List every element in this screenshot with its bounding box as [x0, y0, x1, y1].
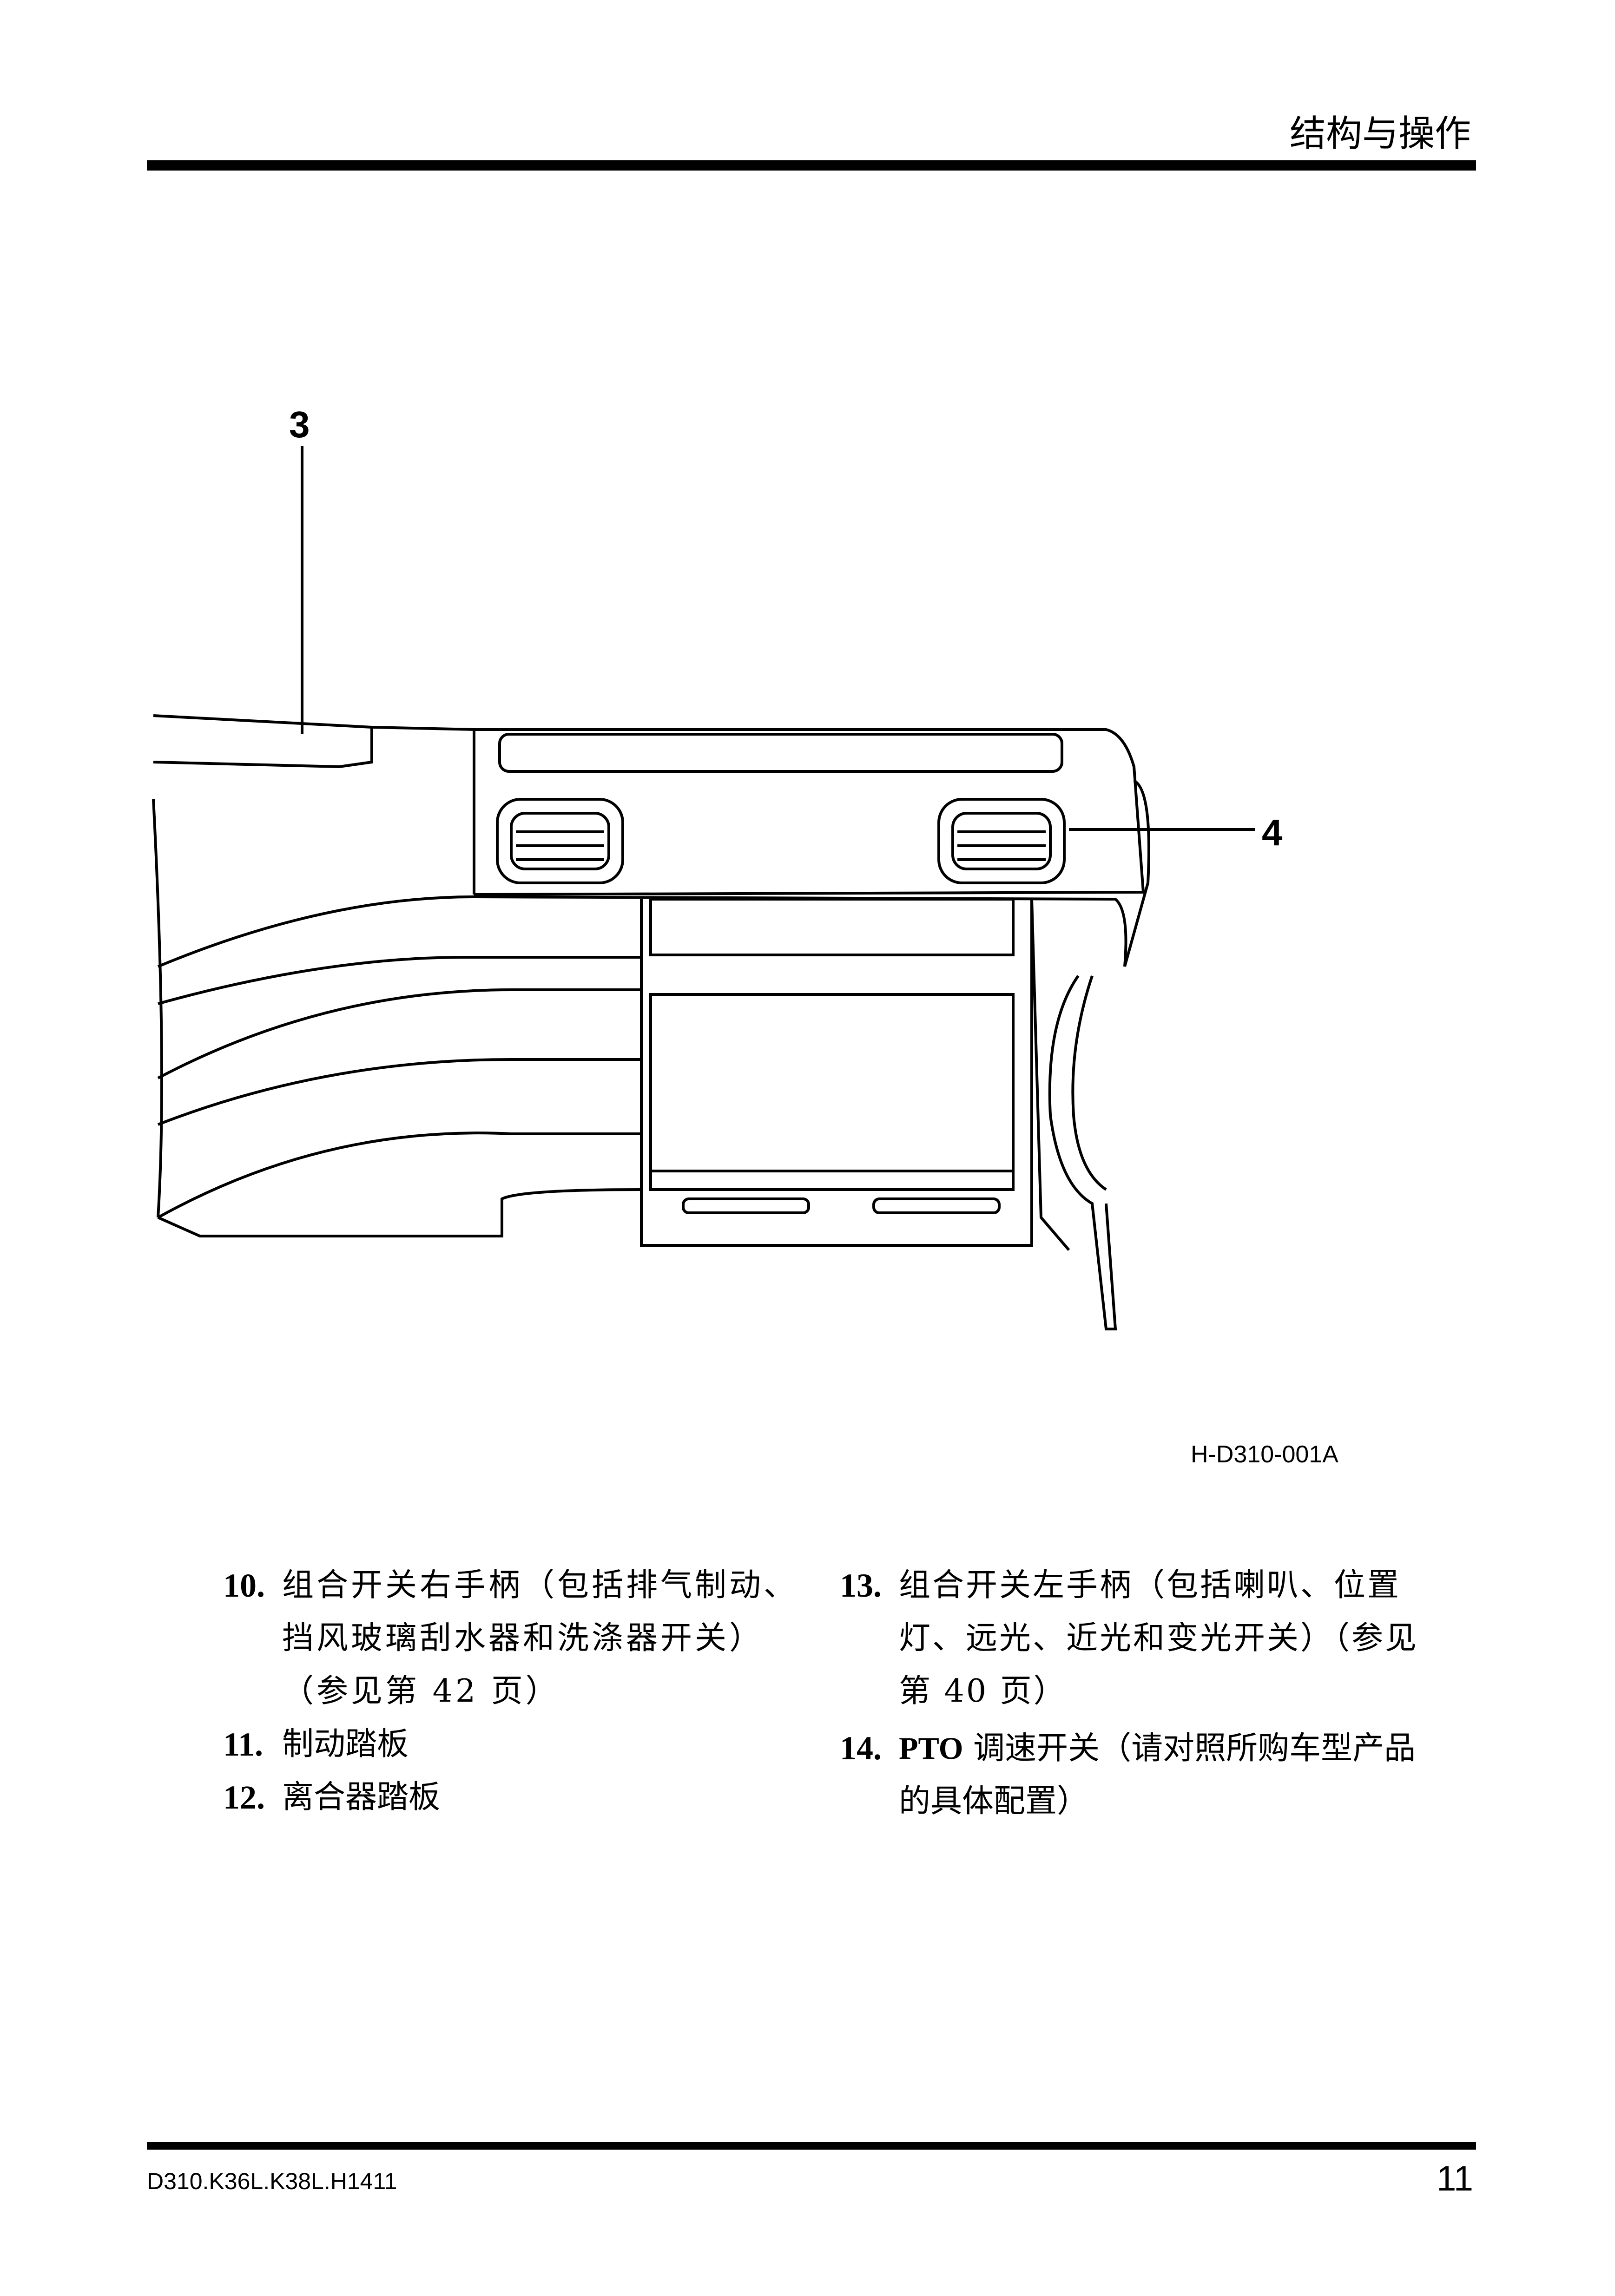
item-number: 12.: [223, 1779, 265, 1816]
figure-caption: H-D310-001A: [1191, 1441, 1338, 1468]
item-text: 组合开关左手柄（包括喇叭、位置灯、远光、近光和变光开关）（参见第 40 页）: [899, 1567, 1419, 1710]
legend-item: 11. 制动踏板: [223, 1718, 804, 1771]
legend-item: 10. 组合开关右手柄（包括排气制动、挡风玻璃刮水器和洗涤器开关）（参见第 42…: [223, 1559, 804, 1718]
item-text-wrap: PTO 调速开关（请对照所购车型产品的具体配置）: [899, 1722, 1421, 1828]
pto-label: PTO: [899, 1730, 963, 1766]
section-title: 结构与操作: [1289, 113, 1471, 155]
callout-3: 3: [289, 404, 310, 445]
item-number: 14.: [840, 1730, 882, 1767]
callout-4: 4: [1262, 812, 1283, 853]
item-number: 11.: [223, 1726, 264, 1763]
document-code: D310.K36L.K38L.H1411: [147, 2168, 397, 2194]
item-number: 13.: [840, 1567, 882, 1604]
legend-column-right: 13. 组合开关左手柄（包括喇叭、位置灯、远光、近光和变光开关）（参见第 40 …: [840, 1559, 1421, 1828]
item-number: 10.: [223, 1567, 265, 1604]
page-number: 11: [1437, 2159, 1473, 2198]
legend-item: 13. 组合开关左手柄（包括喇叭、位置灯、远光、近光和变光开关）（参见第 40 …: [840, 1559, 1421, 1718]
legend-column-left: 10. 组合开关右手柄（包括排气制动、挡风玻璃刮水器和洗涤器开关）（参见第 42…: [223, 1559, 804, 1824]
console-slot-left: [682, 1197, 810, 1214]
console-slot-right: [872, 1197, 1001, 1214]
header-rule: [147, 160, 1476, 171]
item-text: 调速开关（请对照所购车型产品的具体配置）: [899, 1730, 1416, 1820]
item-text: 离合器踏板: [282, 1779, 441, 1816]
footer-rule: [147, 2142, 1476, 2150]
legend-item: 14. PTO 调速开关（请对照所购车型产品的具体配置）: [840, 1722, 1421, 1828]
item-text: 组合开关右手柄（包括排气制动、挡风玻璃刮水器和洗涤器开关）（参见第 42 页）: [282, 1567, 798, 1710]
air-vent-right: [937, 798, 1066, 884]
legend-item: 12. 离合器踏板: [223, 1771, 804, 1824]
air-vent-left: [496, 798, 624, 884]
item-text: 制动踏板: [282, 1726, 409, 1763]
